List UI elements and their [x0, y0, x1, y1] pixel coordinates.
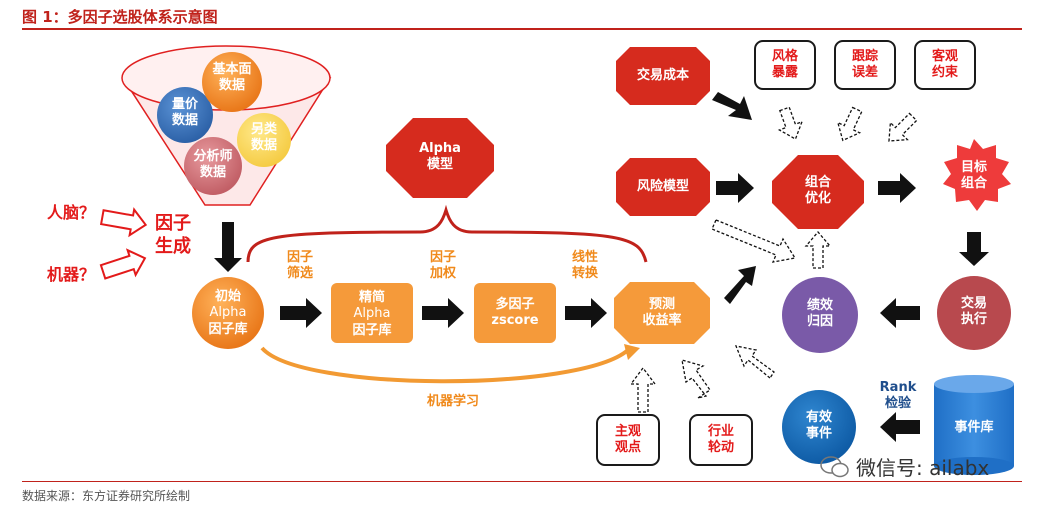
analyst-data-label: 分析师数据 — [193, 149, 233, 181]
volume-data-label: 量价数据 — [171, 97, 198, 129]
dash-arrow-subjective — [629, 366, 657, 413]
linear-step-label: 线性转换 — [571, 250, 598, 282]
source-note: 数据来源：东方证券研究所绘制 — [22, 489, 191, 503]
ml-arc — [260, 346, 630, 384]
initial-node — [192, 277, 264, 349]
watermark-text: 微信号: ailabx — [856, 456, 990, 480]
bottom-rule — [22, 481, 1022, 482]
execute-node — [937, 276, 1011, 350]
multi-node — [474, 283, 556, 343]
weight-step-label: 因子加权 — [429, 250, 456, 282]
risk-label: 风险模型 — [636, 179, 689, 194]
analyst-ball — [184, 137, 242, 195]
hollow-arrow-machine — [99, 248, 147, 280]
brain-label: 人脑？ — [46, 203, 95, 222]
alpha-model-octagon — [386, 118, 494, 198]
dash-arrow-attr-up — [804, 231, 832, 269]
arrow-linear — [565, 298, 607, 328]
refined-node — [331, 283, 413, 343]
dash-arrow-objective — [888, 112, 918, 142]
dash-arrow-tracking — [836, 106, 863, 142]
basic-ball — [202, 52, 262, 112]
alt-data-label: 另类数据 — [250, 122, 277, 154]
tracking-error-box: 跟踪误差 — [834, 40, 896, 90]
risk-node — [616, 158, 710, 216]
objective-constraint-box: 客观约束 — [914, 40, 976, 90]
effective-node — [782, 390, 856, 464]
arrow-to-target — [878, 173, 916, 203]
predict-node — [614, 282, 710, 344]
attribution-node — [782, 277, 858, 353]
wechat-icon — [820, 455, 849, 477]
arrow-risk — [716, 173, 754, 203]
event-db-label: 事件库 — [954, 420, 994, 435]
optimize-node — [772, 155, 864, 229]
arrow-cost — [712, 92, 752, 120]
industry-rotation-box: 行业轮动 — [689, 414, 753, 466]
arrow-to-execute — [959, 232, 989, 266]
alpha-brace — [246, 204, 648, 263]
arrow-to-attribution — [880, 298, 920, 328]
top-rule — [22, 28, 1022, 30]
dash-arrow-effective — [734, 345, 775, 379]
cost-node — [616, 47, 710, 105]
arrow-predict-up — [724, 266, 756, 304]
volume-ball — [157, 87, 213, 143]
ml-label: 机器学习 — [426, 394, 479, 409]
cost-label: 交易成本 — [636, 68, 689, 83]
optimize-label: 组合优化 — [804, 175, 831, 207]
hollow-arrow-brain — [99, 207, 148, 238]
wechat-watermark: 微信号: ailabx — [820, 452, 989, 481]
arrow-to-effective — [880, 412, 920, 442]
generate-label: 因子生成 — [155, 213, 191, 257]
dash-arrow-style — [777, 106, 804, 140]
machine-label: 机器？ — [46, 265, 95, 284]
predict-label: 预测收益率 — [642, 297, 682, 329]
arrow-screen — [280, 298, 322, 328]
basic-data-label: 基本面数据 — [212, 62, 252, 94]
event-db-cylinder — [934, 375, 1014, 475]
funnel-down-arrow — [214, 222, 242, 272]
dash-arrow-rotation — [681, 359, 711, 399]
effective-label: 有效事件 — [805, 410, 832, 442]
ml-arc-head — [624, 344, 640, 360]
attribution-label: 绩效归因 — [806, 298, 833, 330]
dash-arrow-risk-down — [711, 219, 797, 263]
figure-title: 图 1：多因子选股体系示意图 — [22, 8, 218, 26]
target-label: 目标组合 — [960, 160, 987, 192]
screen-step-label: 因子筛选 — [286, 250, 313, 282]
style-exposure-box: 风格暴露 — [754, 40, 816, 90]
target-star — [943, 139, 1011, 211]
execute-label: 交易执行 — [960, 296, 987, 328]
alt-ball — [237, 113, 291, 167]
subjective-view-box: 主观观点 — [596, 414, 660, 466]
arrow-weight — [422, 298, 464, 328]
